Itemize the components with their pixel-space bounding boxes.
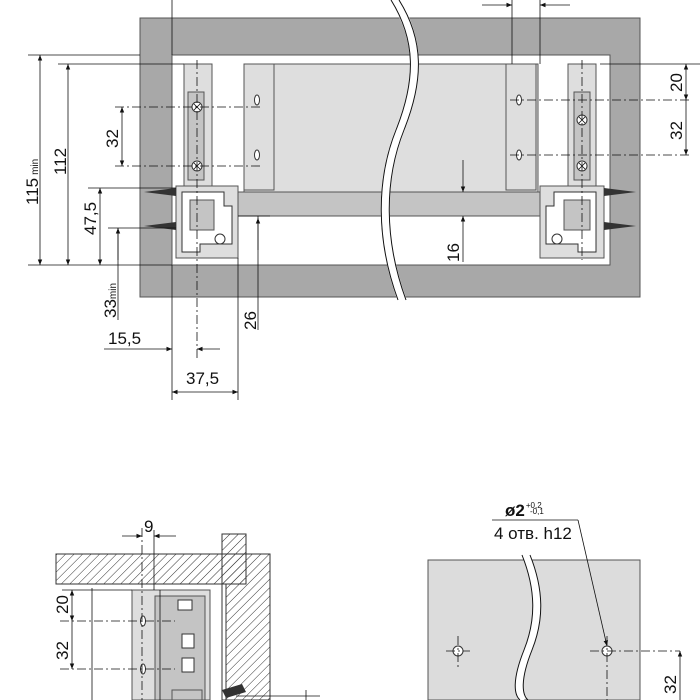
dim-37-5: 37,5 — [186, 369, 219, 388]
dim-115-min: 115 — [23, 178, 42, 205]
svg-text:ø2+0,2: ø2+0,2 — [505, 501, 542, 520]
svg-text:33min: 33min — [101, 283, 120, 318]
drawer-bottom-rail — [235, 191, 549, 217]
dim-33-min: 33 — [101, 299, 120, 318]
side-view: 9 20 32 — [53, 517, 320, 700]
hole-tolerance-lower: -0,1 — [530, 507, 544, 516]
dim-112: 112 — [51, 148, 70, 175]
svg-text:115min: 115 min — [23, 159, 42, 205]
front-view: 115min 112 32 47,5 33min 15,5 37,5 26 — [23, 0, 700, 400]
dim-32-side: 32 — [53, 641, 72, 660]
hole-diameter: ø2 — [505, 501, 525, 520]
break-lines — [380, 0, 419, 302]
dim-47-5: 47,5 — [81, 202, 100, 235]
panel-view: ø2+0,2 -0,1 4 отв. h12 32 — [427, 501, 683, 700]
dim-32-left: 32 — [103, 129, 122, 148]
side-runner — [131, 589, 211, 700]
drawer-body — [243, 63, 539, 195]
dim-9: 9 — [144, 517, 153, 536]
dim-15-5: 15,5 — [108, 329, 141, 348]
dim-20-side: 20 — [53, 595, 72, 614]
dim-33-min-suffix: min — [108, 283, 119, 299]
dim-32-right: 32 — [667, 121, 686, 140]
dim-115-min-suffix: min — [30, 159, 41, 175]
hole-tolerance-upper: +0,2 — [526, 501, 542, 510]
dim-16: 16 — [444, 243, 463, 262]
dim-20-right: 20 — [667, 73, 686, 92]
dim-32-panel: 32 — [661, 675, 680, 694]
hole-count-note: 4 отв. h12 — [494, 524, 572, 543]
dim-26: 26 — [241, 311, 260, 330]
